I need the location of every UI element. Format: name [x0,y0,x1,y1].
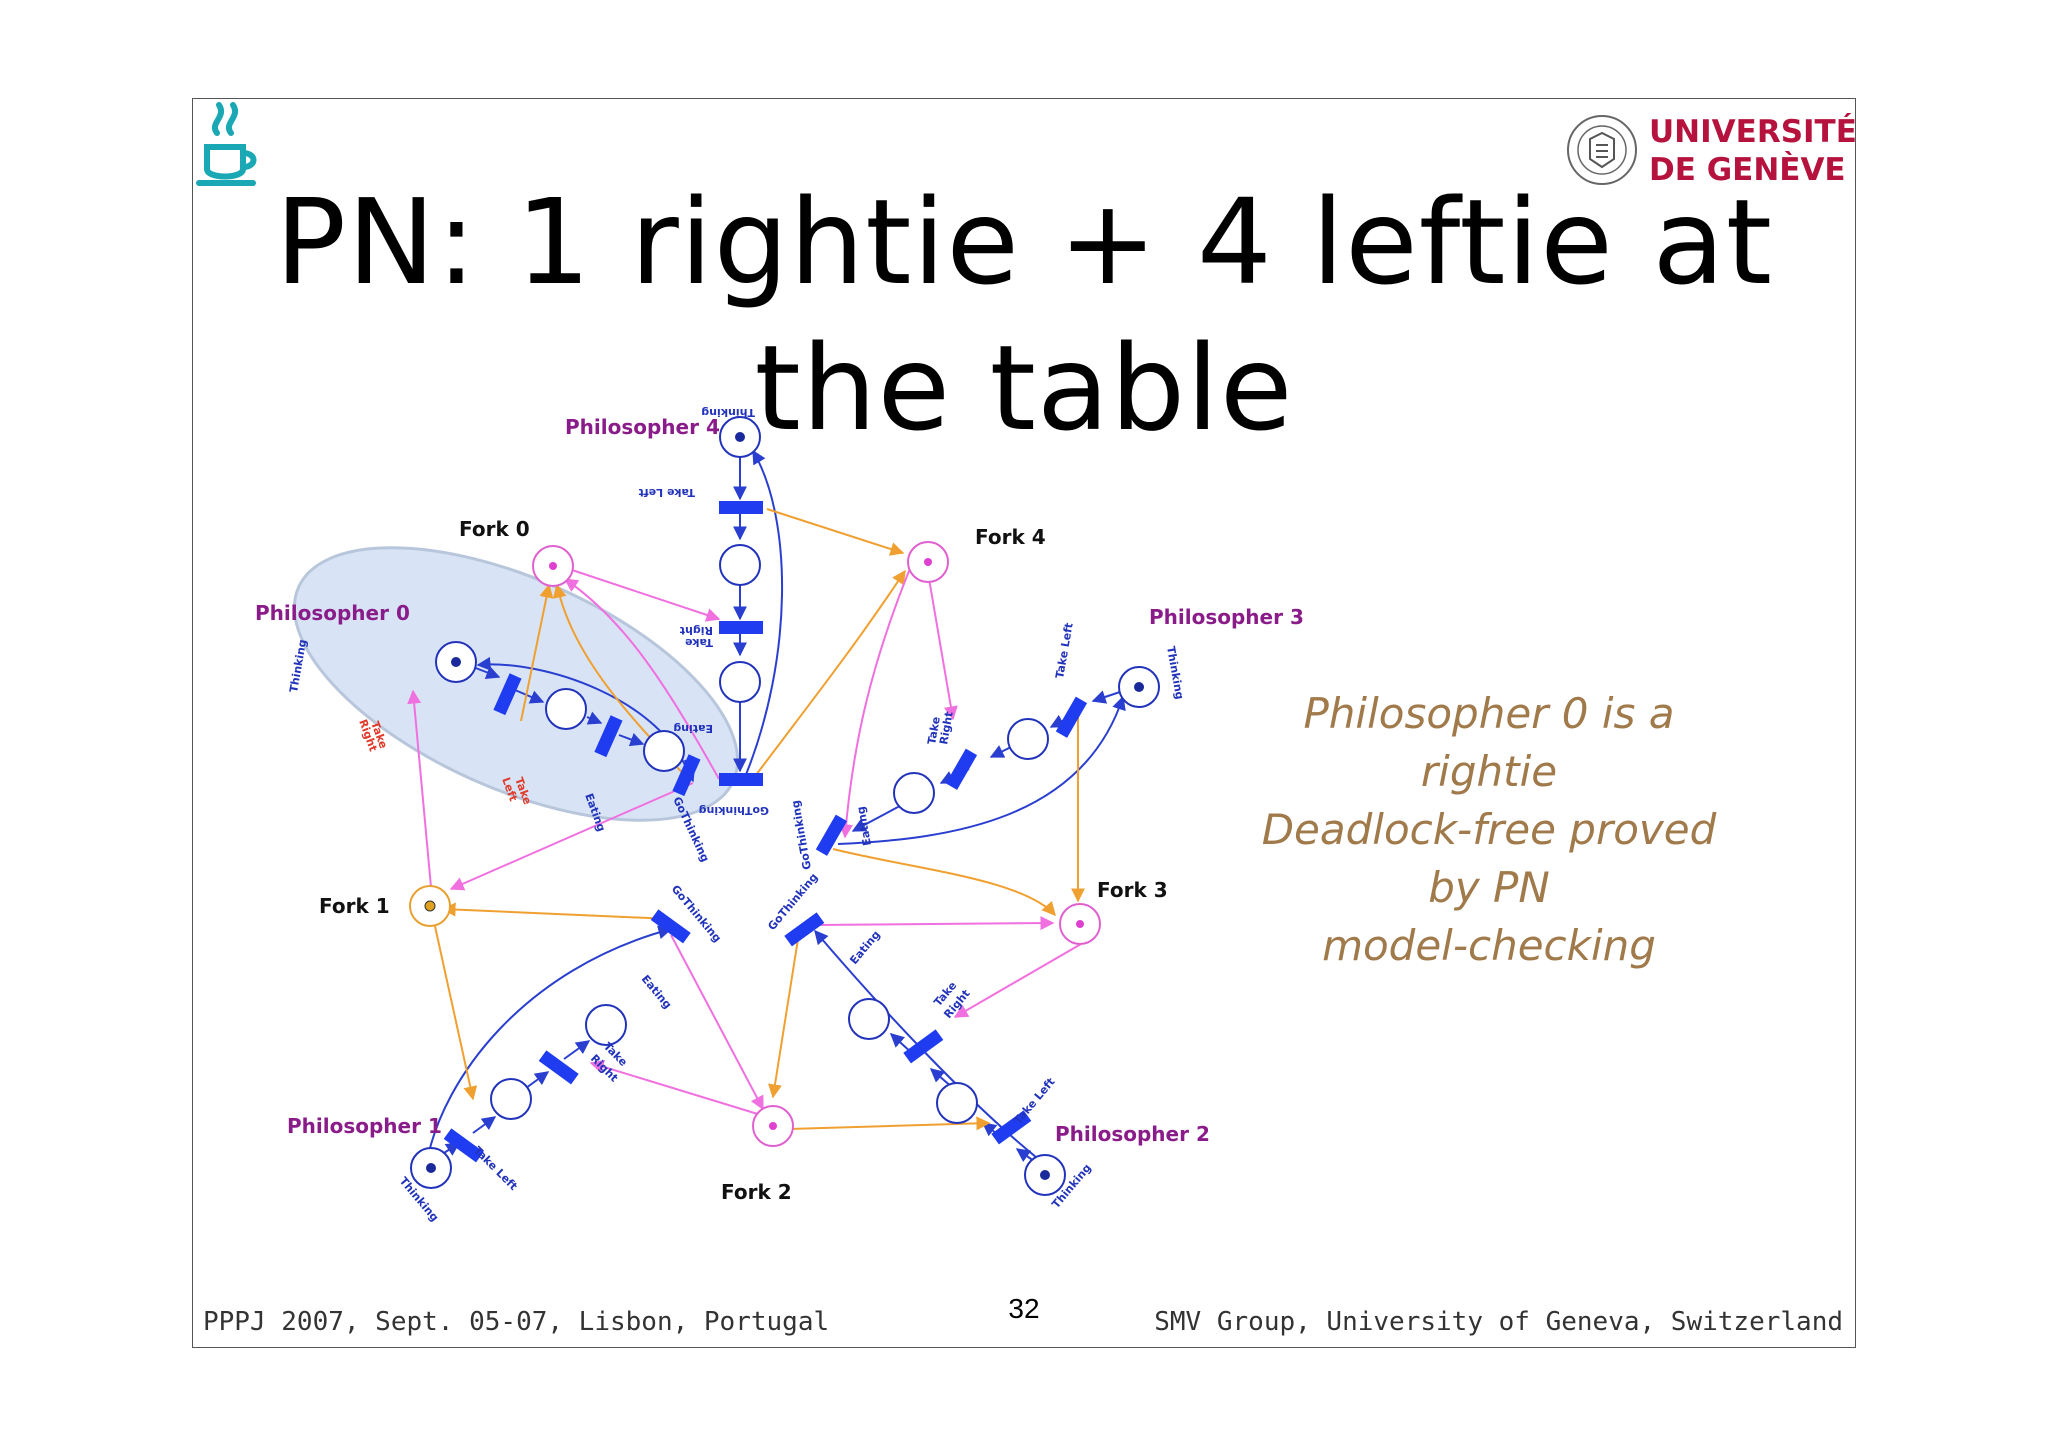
transition-p0-gothinking [672,754,701,797]
transition-p3-take-right [945,748,978,790]
p0-thinking-label: Thinking [287,638,309,693]
transition-p4-gothinking [719,773,763,786]
place-p4-1 [719,544,761,586]
transition-p1-take-left [443,1128,484,1163]
place-p0-1 [545,688,587,730]
university-name: UNIVERSITÉ DE GENÈVE [1649,113,1857,189]
title-line-2: the table [754,319,1294,457]
p4-right-label: Right [680,624,713,637]
p4-take-left-label: Take Left [639,486,695,499]
transition-p4-take-right [719,621,763,634]
p3-take-label: Take [925,716,943,746]
transition-p2-gothinking [784,912,825,947]
fork-3-label: Fork 3 [1097,878,1168,902]
transition-p4-take-left [719,501,763,514]
transition-p0-take-left [594,715,623,758]
philosopher-1-label: Philosopher 1 [287,1114,442,1138]
transition-p2-take-right [903,1029,944,1064]
philosopher-0-label: Philosopher 0 [255,601,410,625]
p3-right-label: Right [937,711,956,746]
title-line-1: PN: 1 rightie + 4 leftie at [275,173,1773,311]
p4-thinking-label: Thinking [701,406,755,419]
footer-right: SMV Group, University of Geneva, Switzer… [1154,1307,1843,1337]
p3-gothinking-label: GoThinking [789,799,814,871]
fork-0-label: Fork 0 [459,517,530,541]
p3-eating-label: Eating [854,805,874,846]
place-p0-2 [643,730,685,772]
fork-1-label: Fork 1 [319,894,390,918]
p2-eating-label: Eating [847,928,882,967]
p4-eating-label: Eating [673,722,713,735]
fork-2-label: Fork 2 [721,1180,792,1204]
place-p4-2 [719,661,761,703]
note-deadlock-line-1: Deadlock-free proved by PN [1261,805,1717,912]
p3-thinking-label-text: Thinking [1164,645,1186,700]
philosopher-4-label: Philosopher 4 [565,415,720,439]
p4-gothinking-label: GoThinking [699,804,769,817]
p4-take-label: Take [685,636,713,649]
place-p1-2 [585,1004,627,1046]
transition-p1-take-right [538,1050,579,1085]
place-p3-2 [893,772,935,814]
university-logo: UNIVERSITÉ DE GENÈVE [1565,107,1857,193]
footer-left: PPPJ 2007, Sept. 05-07, Lisbon, Portugal [203,1307,830,1337]
university-line-1: UNIVERSITÉ [1649,114,1857,150]
place-p1-1 [490,1078,532,1120]
note-deadlock-line-2: model-checking [1322,921,1656,970]
transition-p3-take-left [1055,696,1088,738]
note-deadlock: Deadlock-free proved by PN model-checkin… [1239,801,1739,975]
coffee-cup-icon [196,102,257,186]
philosopher-3-label: Philosopher 3 [1149,605,1304,629]
fork-4-label: Fork 4 [975,525,1046,549]
page-number: 32 [1008,1293,1040,1324]
p3-take-left-label: Take Left [1053,622,1076,680]
transition-p1-gothinking [650,909,691,944]
transition-p3-gothinking [815,814,848,856]
p1-take-left-label: Take Left [471,1144,520,1193]
p2-take-left-label: Take Left [1011,1075,1057,1127]
p1-eating-label: Eating [639,973,674,1012]
place-p2-2 [848,998,890,1040]
place-p2-1 [936,1082,978,1124]
slide-title: PN: 1 rightie + 4 leftie at the table [193,169,1855,461]
transition-p2-take-left [991,1110,1032,1145]
note-rightie: Philosopher 0 is a rightie [1239,685,1739,801]
place-p3-1 [1007,718,1049,760]
transition-p0-take-right [493,673,522,716]
university-line-2: DE GENÈVE [1649,152,1846,188]
note-rightie-text: Philosopher 0 is a rightie [1303,689,1675,796]
philosopher-2-label: Philosopher 2 [1055,1122,1210,1146]
petri-net-diagram: Philosopher 4 Philosopher 0 Philosopher … [255,406,1304,1224]
slide: UNIVERSITÉ DE GENÈVE PN: 1 rightie + 4 l… [192,98,1857,1348]
university-seal-icon [1567,115,1637,185]
